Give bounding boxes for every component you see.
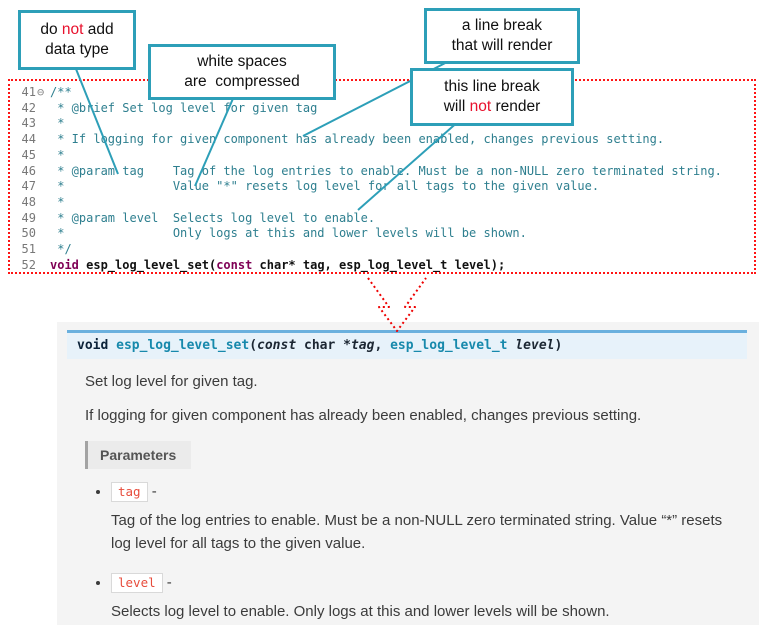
- param-description: Tag of the log entries to enable. Must b…: [111, 512, 723, 553]
- param-description: Selects log level to enable. Only logs a…: [111, 602, 610, 620]
- callout-text: a line break: [461, 16, 543, 34]
- code-editor: 41⊖ /** 42 * @brief Set log level for giv…: [8, 79, 756, 274]
- callout-text: that will render: [451, 37, 553, 54]
- comment-text: * Value "*" resets log level for all tag…: [50, 179, 600, 194]
- detailed-description: If logging for given component has alrea…: [85, 407, 642, 424]
- param-name-chip: level: [111, 572, 163, 593]
- comment-text: /**: [50, 85, 72, 99]
- code-line: 51 */: [10, 242, 754, 258]
- comment-text: * @param level Selects log level to enab…: [50, 210, 376, 225]
- callout-text: will not render: [443, 98, 541, 115]
- comment-text: *: [50, 116, 65, 131]
- callout-text: do not add: [40, 20, 114, 38]
- line-number: 47: [21, 179, 36, 194]
- comment-text: *: [50, 194, 65, 209]
- code-line: 41⊖ /**: [10, 85, 754, 101]
- brief-description: Set log level for given tag.: [85, 373, 258, 390]
- comment-text: * @brief Set log level for given tag: [50, 100, 318, 115]
- function-signature: void esp_log_level_set(const char *tag, …: [67, 330, 747, 359]
- sig-return-type: void: [77, 338, 109, 353]
- callout-whitespace-compressed: white spaces are compressed: [148, 44, 336, 100]
- param-item-tag: tag - Tag of the log entries to enable. …: [111, 482, 747, 556]
- parameter-list: tag - Tag of the log entries to enable. …: [67, 482, 747, 623]
- code-line: 49 * @param level Selects log level to e…: [10, 211, 754, 227]
- code-line: 50 * Only logs at this and lower levels …: [10, 226, 754, 242]
- code-line: 45 *: [10, 148, 754, 164]
- sig-param-type: esp_log_level_t: [390, 338, 508, 353]
- callout-no-datatype: do not add data type: [18, 10, 136, 70]
- param-item-level: level - Selects log level to enable. Onl…: [111, 572, 747, 623]
- declaration-tail: char* tag, esp_log_level_t level);: [252, 257, 506, 272]
- line-number: 50: [21, 226, 36, 241]
- code-line: 42 * @brief Set log level for given tag: [10, 101, 754, 117]
- code-line: 46 * @param tag Tag of the log entries t…: [10, 164, 754, 180]
- red-emphasis: not: [469, 98, 492, 115]
- code-line: 43 *: [10, 116, 754, 132]
- line-number: 51: [21, 242, 36, 257]
- line-number: 45: [21, 147, 36, 162]
- param-name-chip: tag: [111, 482, 148, 502]
- callout-linebreak-not-render: this line break will not render: [410, 68, 574, 126]
- function-name-code: esp_log_level_set(: [78, 257, 217, 272]
- code-line: 47 * Value "*" resets log level for all …: [10, 179, 754, 195]
- line-number: 41: [21, 85, 36, 99]
- parameters-heading: Parameters: [85, 441, 192, 469]
- line-number: 48: [21, 194, 36, 209]
- sig-function-name: esp_log_level_set: [108, 338, 250, 353]
- code-line: 48 *: [10, 195, 754, 211]
- comment-text: * If logging for given component has alr…: [50, 132, 665, 147]
- callout-text: white spaces: [197, 52, 287, 70]
- comment-text: * Only logs at this and lower levels wil…: [50, 226, 527, 241]
- callout-text: are compressed: [184, 73, 300, 90]
- callout-linebreak-renders: a line break that will render: [424, 8, 580, 64]
- sig-param-tag: tag: [350, 338, 375, 353]
- sig-const-keyword: const: [257, 338, 297, 353]
- line-number: 42: [21, 100, 36, 115]
- comment-text: *: [50, 147, 65, 162]
- code-line-function-declaration: 52 void esp_log_level_set(const char* tag…: [10, 258, 754, 274]
- callout-text: this line break: [444, 77, 540, 95]
- red-emphasis: not: [61, 20, 84, 38]
- line-number: 52: [21, 257, 36, 272]
- line-number: 44: [21, 132, 36, 147]
- line-number: 46: [21, 163, 36, 178]
- code-line: 44 * If logging for given component has …: [10, 132, 754, 148]
- comment-text: * @param tag Tag of the log entries to e…: [50, 163, 722, 178]
- comment-text: */: [50, 242, 72, 257]
- keyword-void: void: [50, 257, 79, 272]
- keyword-const: const: [216, 257, 253, 272]
- sig-param-level: level: [515, 338, 555, 353]
- rendered-doc: void esp_log_level_set(const char *tag, …: [57, 322, 759, 625]
- line-number: 49: [21, 210, 36, 225]
- callout-text: data type: [45, 41, 109, 58]
- line-number: 43: [21, 116, 36, 131]
- fold-toggle-icon[interactable]: ⊖: [37, 85, 45, 99]
